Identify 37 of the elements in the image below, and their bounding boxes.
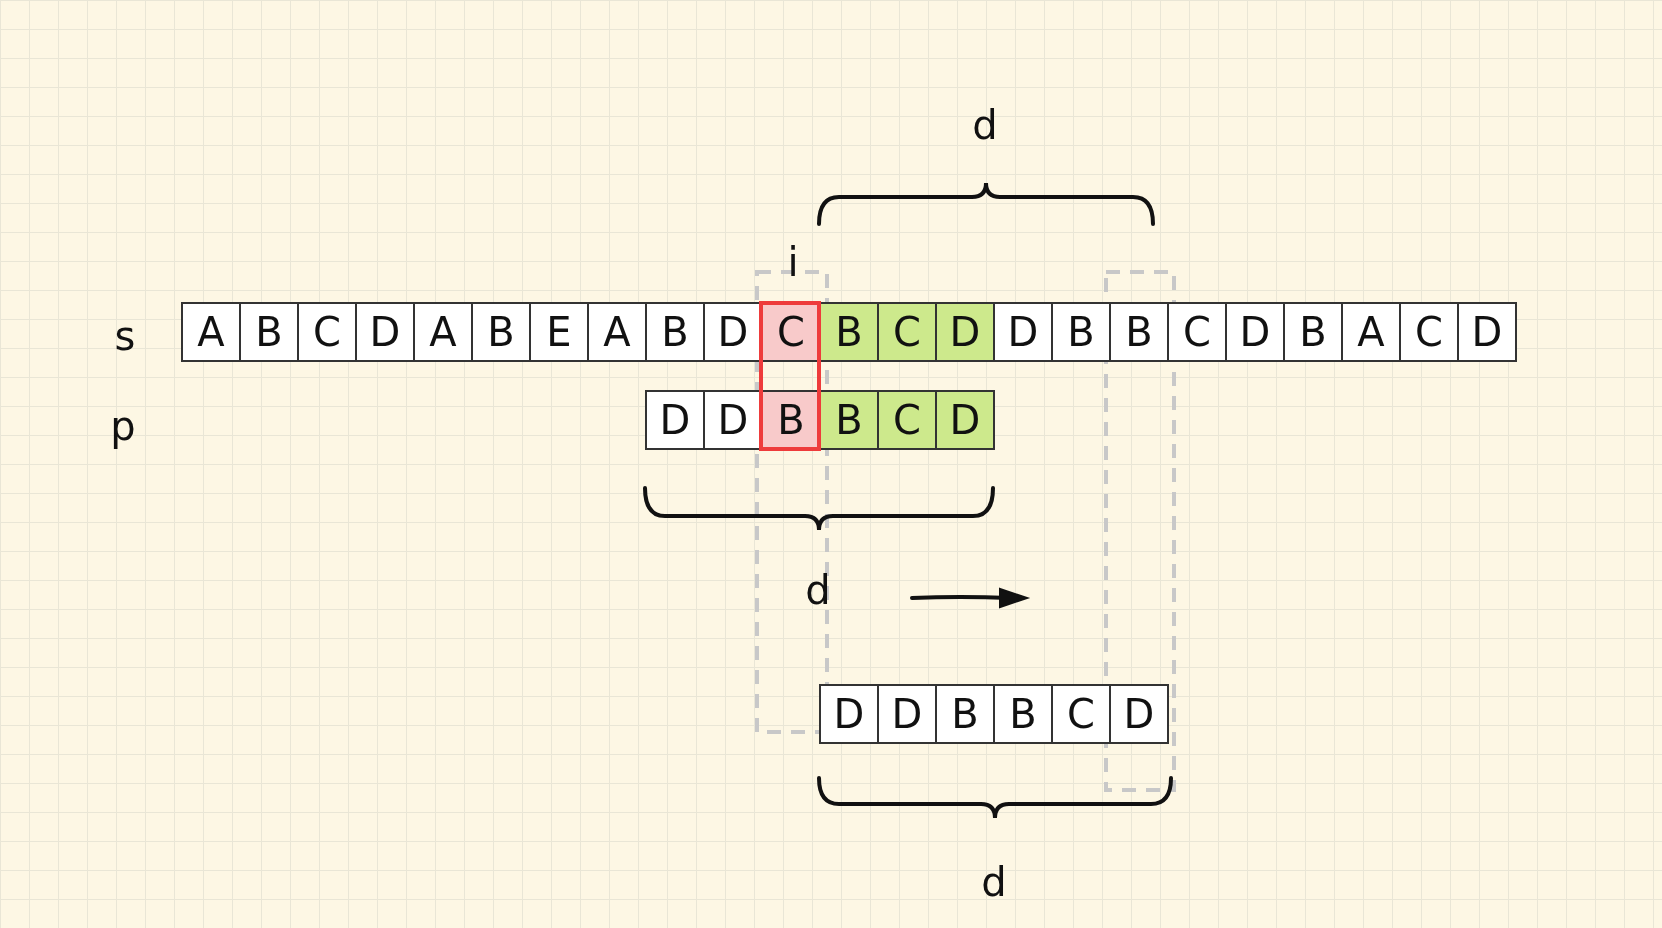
letter-cell: B [471,302,531,362]
letter-cell: B [1283,302,1343,362]
row-label: p [110,404,136,448]
letter-cell: C [1399,302,1459,362]
letter-cell: C [877,390,937,450]
letter-cell: D [1225,302,1285,362]
letter-cell: B [1051,302,1111,362]
letter-cell: D [935,302,995,362]
letter-cell: B [1109,302,1169,362]
letter-cell: C [1167,302,1227,362]
letter-cell: A [587,302,647,362]
letter-cell: B [819,302,879,362]
letter-cell: B [993,684,1053,744]
letter-cell: D [645,390,705,450]
letter-cell: A [181,302,241,362]
length-label: d [805,568,831,612]
letter-cell: D [877,684,937,744]
letter-cell: B [645,302,705,362]
letter-cell: D [993,302,1053,362]
letter-cell: D [935,390,995,450]
letter-cell: D [819,684,879,744]
letter-cell: B [935,684,995,744]
letter-cell: D [355,302,415,362]
letter-cell: D [1457,302,1517,362]
letter-cell: A [1341,302,1401,362]
length-label: d [981,860,1007,904]
letter-cell: A [413,302,473,362]
length-label: d [972,103,998,147]
letter-cell: C [1051,684,1111,744]
letter-cell: E [529,302,589,362]
letter-cell: C [297,302,357,362]
letter-cell: B [239,302,299,362]
letter-cell: B [819,390,879,450]
index-label: i [787,240,799,284]
letter-cell: D [1109,684,1169,744]
letter-cell: C [877,302,937,362]
row-label: s [114,314,136,358]
